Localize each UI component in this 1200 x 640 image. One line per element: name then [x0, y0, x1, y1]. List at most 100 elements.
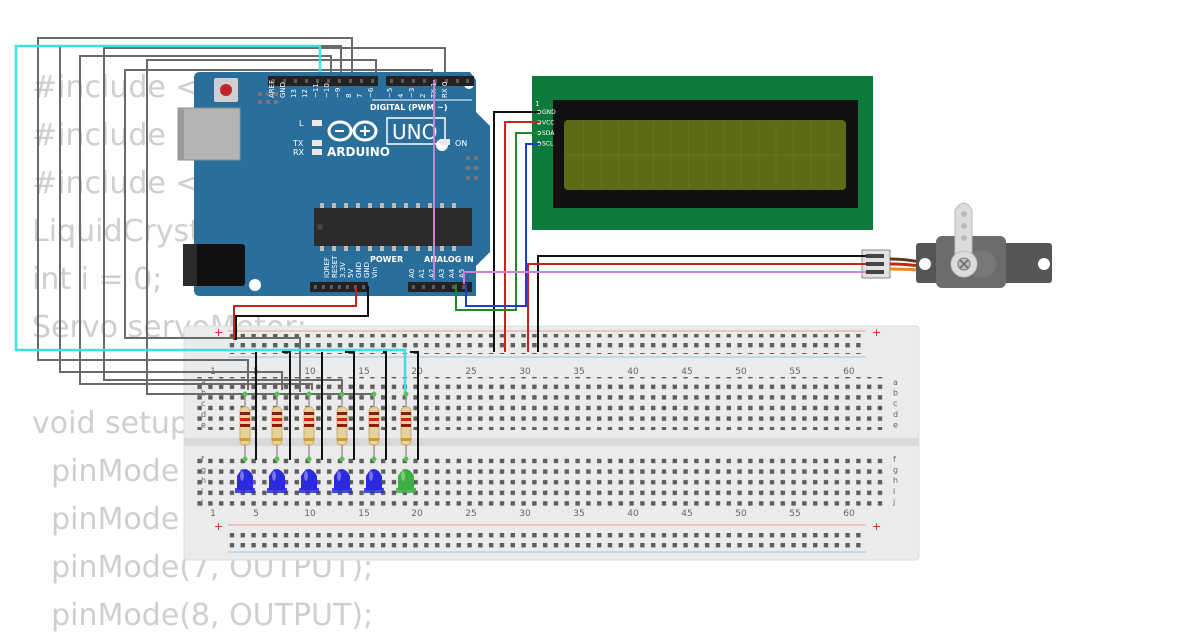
- servo-wires: [463, 255, 866, 352]
- pin-label: 4: [397, 93, 405, 98]
- led-resistor-pair: [267, 391, 287, 493]
- resistor: [303, 406, 315, 446]
- lcd-pin-marker: 1: [535, 100, 539, 108]
- column-number: 55: [789, 367, 800, 377]
- led-tx-label: TX: [292, 139, 304, 148]
- row-letter: h: [201, 476, 206, 485]
- column-number: 55: [789, 509, 800, 519]
- column-number: 45: [681, 509, 692, 519]
- gray-wires: [37, 37, 446, 395]
- row-letter: b: [893, 389, 898, 398]
- led: [299, 469, 319, 493]
- row-letter: d: [893, 410, 898, 419]
- analog-pin-label: A5: [458, 269, 466, 278]
- led-resistor-pair: [235, 391, 255, 493]
- led: [267, 469, 287, 493]
- row-letter: g: [201, 466, 206, 475]
- led: [332, 469, 352, 493]
- rail-plus-bottom-left: +: [214, 520, 223, 533]
- analog-pin-label: A0: [408, 269, 416, 278]
- led-ground-wires: [255, 351, 419, 460]
- column-number: 10: [304, 367, 316, 377]
- column-number: 60: [843, 509, 855, 519]
- pin-label: 12: [301, 89, 309, 98]
- column-number: 35: [573, 367, 584, 377]
- row-letter: f: [201, 455, 204, 464]
- code-line: pinMode(8, OUTPUT);: [32, 598, 374, 633]
- row-letter: a: [201, 378, 206, 387]
- column-number: 45: [681, 367, 692, 377]
- row-letter: j: [200, 497, 203, 506]
- arduino-wordmark: ARDUINO: [327, 145, 390, 159]
- pin-label: 8: [345, 94, 353, 98]
- row-letter: f: [893, 455, 896, 464]
- code-line: pinMode: [32, 502, 180, 537]
- pin-label: AREF: [268, 80, 276, 98]
- resistor: [336, 406, 348, 446]
- lcd-pin-label: GND: [542, 109, 556, 116]
- model-label: UNO: [392, 120, 437, 144]
- led-resistor-pair: [364, 391, 384, 493]
- led-resistor-pair: [299, 391, 319, 493]
- lcd-pin-label: SCL: [542, 141, 554, 148]
- row-letter: e: [201, 420, 206, 429]
- power-pin-label: GND: [355, 262, 363, 278]
- resistor: [400, 406, 412, 446]
- power-pin-label: Vin: [371, 267, 379, 278]
- row-letter: g: [893, 466, 898, 475]
- pin-label: ~10: [323, 83, 331, 98]
- column-number: 15: [358, 367, 369, 377]
- led-l-label: L: [299, 119, 304, 128]
- column-number: 60: [843, 367, 855, 377]
- pin-label: ~5: [386, 88, 394, 98]
- cyan-wire: [14, 44, 407, 392]
- led-resistor-pair: [332, 391, 352, 493]
- reset-button: [220, 84, 232, 96]
- column-number: 5: [253, 509, 259, 519]
- code-line: pinMode: [32, 454, 180, 489]
- led: [396, 469, 416, 493]
- led-resistor-pair: [396, 391, 416, 493]
- column-number: 15: [358, 509, 369, 519]
- lcd-pin-label: SDA: [542, 130, 555, 137]
- digital-label: DIGITAL (PWM ~): [370, 103, 448, 112]
- pin-label: ~9: [334, 88, 342, 98]
- power-label: POWER: [370, 255, 403, 264]
- rail-plus-top-left: +: [214, 326, 223, 339]
- pin-label: ~3: [408, 88, 416, 98]
- row-letter: d: [201, 410, 206, 419]
- atmega-chip: [314, 208, 472, 246]
- led: [364, 469, 384, 493]
- pin-label: 13: [290, 89, 298, 98]
- on-label: ON: [455, 139, 467, 148]
- analog-pin-label: A1: [418, 269, 426, 278]
- column-number: 10: [304, 509, 316, 519]
- row-letter: i: [893, 487, 895, 496]
- column-number: 25: [465, 509, 476, 519]
- row-letter: c: [201, 399, 205, 408]
- power-pin-label: 5V: [347, 269, 355, 278]
- row-letter: i: [201, 487, 203, 496]
- power-5v-wire: [233, 286, 357, 340]
- power-pin-label: 3.3V: [339, 262, 347, 278]
- pin-label: 7: [356, 94, 364, 98]
- column-number: 40: [627, 367, 639, 377]
- pin-label: 2: [419, 94, 427, 98]
- pin-label: GND: [279, 82, 287, 98]
- resistor: [368, 406, 380, 446]
- column-number: 30: [519, 367, 531, 377]
- analog-pin-label: A3: [438, 269, 446, 278]
- column-number: 1: [210, 509, 216, 519]
- row-letter: a: [893, 378, 898, 387]
- led-rx-label: RX: [293, 148, 305, 157]
- power-pin-label: RESET: [331, 255, 339, 278]
- column-number: 30: [519, 509, 531, 519]
- resistor: [239, 406, 251, 446]
- ground-wire: [235, 286, 369, 340]
- analog-pin-label: A2: [428, 269, 436, 278]
- pin-label: ~6: [367, 87, 375, 98]
- pin-label: ~11: [312, 83, 320, 98]
- power-pin-label: IOREF: [323, 257, 331, 278]
- rail-plus-bottom-right: +: [872, 520, 881, 533]
